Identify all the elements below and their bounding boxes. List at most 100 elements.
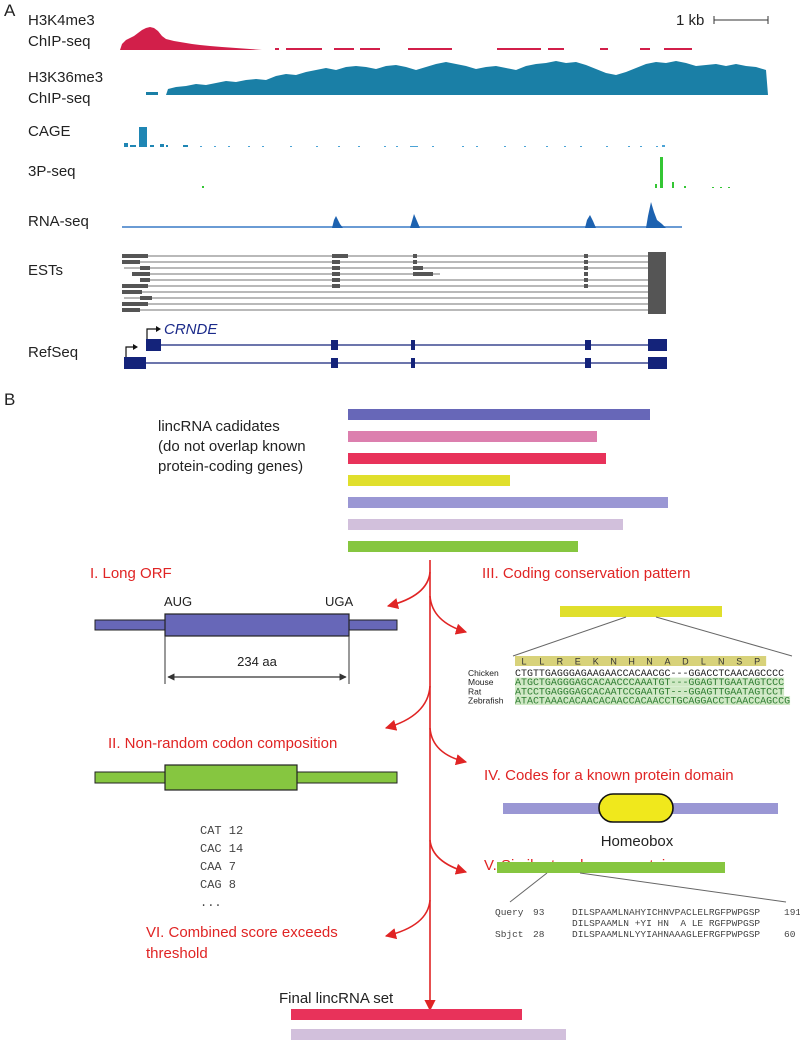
candidate-bar-3	[348, 453, 606, 464]
criterion-protein-domain: IV. Codes for a known protein domain	[484, 767, 734, 784]
track-labels: H3K4me3 ChIP-seq H3K36me3 ChIP-seq CAGE …	[28, 12, 103, 361]
tss-arrow-upper	[146, 328, 156, 339]
h3k4me3-track	[120, 27, 692, 50]
cage-track	[124, 127, 665, 147]
rna-seq-label: RNA-seq	[28, 213, 89, 230]
blast-sbjct-end: 60	[784, 929, 796, 940]
alignment-row-shade	[515, 696, 791, 705]
scale-bar-label: 1 kb	[676, 12, 704, 29]
decision-tree	[384, 560, 468, 1012]
h3k36me3-signal	[146, 61, 768, 95]
est-exon-blocks	[122, 252, 666, 314]
criterion-combined-score: VI. Combined score exceeds	[146, 924, 338, 941]
branch-1	[386, 571, 431, 609]
candidate-bar-2	[348, 431, 597, 442]
domain-name-label: Homeobox	[601, 833, 674, 850]
alignment-sequence: CTGTTGAGGGAGAAGAACCACAACGC---GGACCTCAACA…	[515, 668, 784, 679]
h3k4me3-fragments	[275, 48, 692, 50]
h3k36me3-track	[146, 61, 768, 95]
blast-sbjct-seq: DILSPAAMLNLYYIAHNAAAGLEFRGFPWPGSP	[572, 929, 760, 940]
blast-query-start: 93	[533, 907, 545, 918]
candidates-line-1: lincRNA cadidates	[158, 418, 280, 435]
codon-count-3: CAA 7	[200, 860, 236, 874]
branch-3	[429, 595, 468, 635]
candidate-bar-7	[348, 541, 578, 552]
blast-query-label: Query	[495, 907, 524, 918]
gene-name: CRNDE	[164, 321, 218, 338]
blast-query-seq: DILSPAAMLNAHYICHNVPACLELRGFPWPGSP	[572, 907, 760, 918]
similar-protein-diagram: Query 93 DILSPAAMLNAHYICHNVPACLELRGFPWPG…	[495, 862, 800, 940]
branch-5	[429, 839, 468, 875]
branch-4	[429, 727, 468, 766]
candidates-line-3: protein-coding genes)	[158, 458, 303, 475]
branch-2	[384, 685, 431, 731]
species-label: Zebrafish	[468, 696, 504, 706]
species-label: Rat	[468, 686, 482, 696]
amino-acid: K	[593, 657, 599, 667]
criterion-codon-composition: II. Non-random codon composition	[108, 735, 337, 752]
blast-alignment: Query 93 DILSPAAMLNAHYICHNVPACLELRGFPWPG…	[495, 907, 800, 940]
candidates-line-2: (do not overlap known	[158, 438, 306, 455]
tss-arrow-lower	[125, 346, 133, 357]
criterion-long-orf: I. Long ORF	[90, 565, 172, 582]
h3k36me3-sublabel: ChIP-seq	[28, 90, 91, 107]
alignment-sequence: ATACTAAACACAACACAACCACAACCTGCAGGACCTCAAC…	[515, 696, 790, 707]
species-label: Mouse	[468, 677, 494, 687]
alignment-row-shade	[515, 677, 785, 687]
blast-sbjct-label: Sbjct	[495, 929, 524, 940]
codon-count-2: CAC 14	[200, 842, 243, 856]
amino-acid: L	[701, 657, 706, 667]
codon-count-1: CAT 12	[200, 824, 243, 838]
ests-label: ESTs	[28, 262, 63, 279]
candidate-bar-1	[348, 409, 650, 420]
amino-acid: P	[754, 657, 760, 667]
candidate-bar-5	[348, 497, 668, 508]
refseq-label: RefSeq	[28, 344, 78, 361]
amino-acid: L	[539, 657, 544, 667]
similar-protein-bar	[497, 862, 725, 873]
amino-acid: N	[718, 657, 725, 667]
final-bar-2	[291, 1029, 566, 1040]
candidate-bar-6	[348, 519, 623, 530]
blast-match-line: DILSPAAMLN +YI HN A LE RGFPWPGSP	[572, 918, 760, 929]
candidates-text: lincRNA cadidates (do not overlap known …	[158, 418, 306, 475]
alignment-sequence: ATCCTGAGGGAGCACAATCCGAATGT---GGAGTTGAATA…	[515, 686, 784, 697]
orf-length-label: 234 aa	[237, 654, 278, 669]
cage-label: CAGE	[28, 123, 71, 140]
3p-seq-label: 3P-seq	[28, 163, 76, 180]
criterion-threshold: threshold	[146, 945, 208, 962]
amino-acid: E	[575, 657, 581, 667]
branch-6	[384, 899, 431, 940]
alignment-sequence: ATGCTGAGGGAGCACAACCCAAATGT---GGAGTTGAATA…	[515, 677, 784, 688]
homeobox-domain	[598, 793, 674, 823]
candidate-bar-4	[348, 475, 510, 486]
final-set-label: Final lincRNA set	[279, 990, 394, 1007]
rna-seq-track	[122, 202, 682, 228]
protein-domain-diagram: Homeobox	[503, 793, 778, 850]
candidate-bars	[348, 409, 668, 552]
panel-a-label: A	[4, 1, 16, 20]
conservation-bar	[560, 606, 722, 617]
amino-acid: A	[664, 657, 670, 667]
cage-small-peaks	[200, 145, 665, 147]
blast-query-end: 191	[784, 907, 800, 918]
h3k36me3-label: H3K36me3	[28, 69, 103, 86]
codon-ellipsis: ...	[200, 896, 222, 910]
h3k4me3-sublabel: ChIP-seq	[28, 33, 91, 50]
panel-b-label: B	[4, 390, 15, 409]
amino-acid-band	[515, 656, 767, 666]
amino-acid: D	[682, 657, 689, 667]
start-codon-label: AUG	[164, 594, 192, 609]
final-bar-1	[291, 1009, 522, 1020]
3p-seq-track	[202, 157, 730, 188]
final-set: Final lincRNA set	[279, 990, 566, 1040]
amino-acid: R	[557, 657, 564, 667]
refseq-track: CRNDE	[124, 321, 667, 369]
codon-count-4: CAG 8	[200, 878, 236, 892]
scale-bar: 1 kb	[676, 12, 769, 29]
blast-sbjct-start: 28	[533, 929, 545, 940]
h3k4me3-signal	[120, 27, 262, 50]
